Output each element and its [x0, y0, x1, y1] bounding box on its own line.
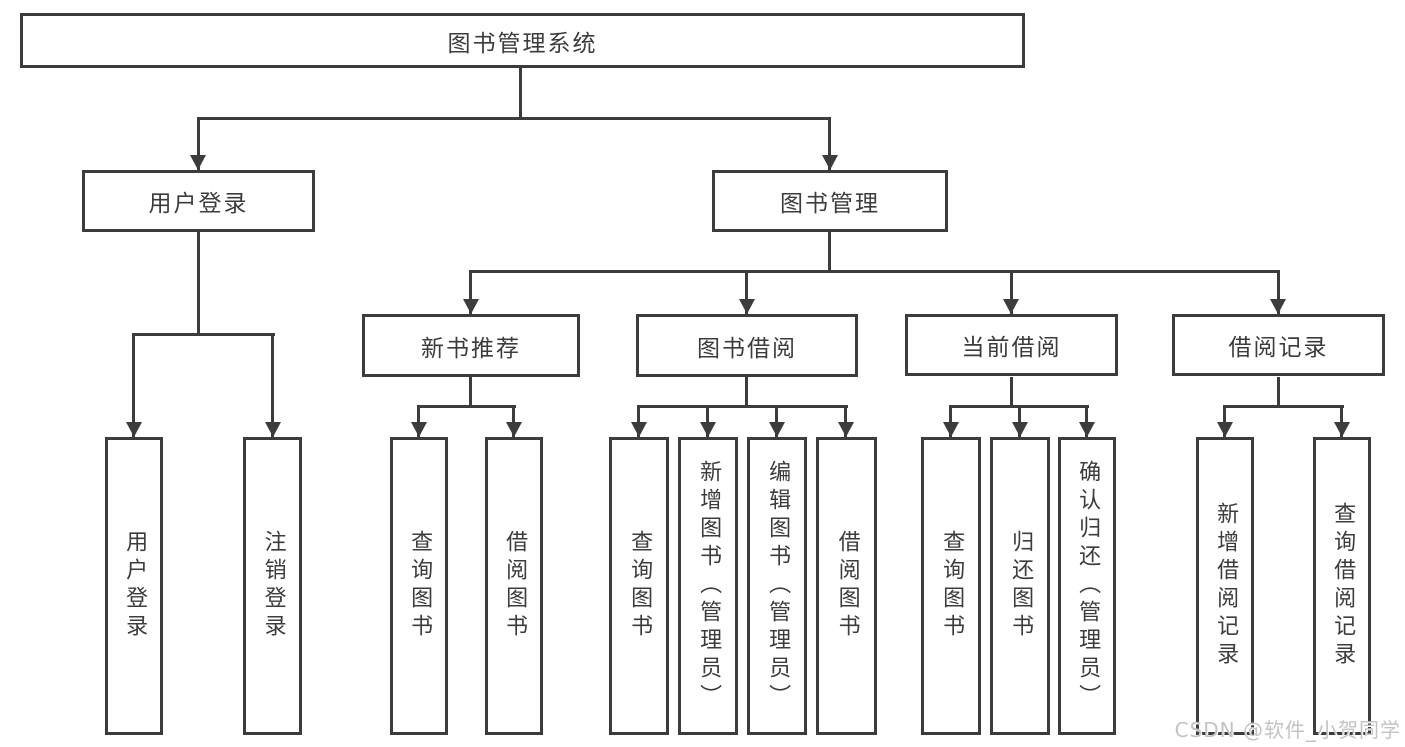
leaf-query-borrow-record: 查询借阅记录 — [1313, 437, 1371, 735]
arrowhead-icon — [1003, 299, 1019, 314]
leaf-label: 归还图书 — [1008, 530, 1034, 642]
connector-recommend-crossbar — [417, 405, 516, 408]
node-user-login-label: 用户登录 — [148, 191, 249, 217]
arrowhead-icon — [1012, 422, 1028, 437]
leaf-label: 查询借阅记录 — [1330, 502, 1356, 670]
arrowhead-icon — [631, 422, 647, 437]
connector-mgmt-drop — [745, 270, 748, 314]
leaf-label: 查询图书 — [939, 530, 965, 642]
leaf-label: 借阅图书 — [834, 530, 860, 642]
connector-recommend-drop — [512, 405, 515, 437]
connector-mgmt-stem — [828, 232, 831, 273]
connector-login-crossbar — [132, 333, 275, 336]
leaf-borrow-book: 借阅图书 — [816, 437, 877, 735]
connector-mgmt-drop — [469, 270, 472, 314]
connector-root-stem — [519, 68, 522, 120]
connector-mgmt-drop — [1010, 270, 1013, 314]
node-book-management: 图书管理 — [712, 170, 948, 232]
connector-mgmt-crossbar — [469, 270, 1280, 273]
connector-mgmt-drop — [1277, 270, 1280, 314]
arrowhead-icon — [1270, 299, 1286, 314]
leaf-edit-book-admin: 编辑图书（管理员） — [747, 437, 807, 735]
node-borrow-record-label: 借阅记录 — [1228, 335, 1329, 361]
leaf-query-book-borrow: 查询图书 — [609, 437, 669, 735]
arrowhead-icon — [1217, 422, 1233, 437]
connector-borrow-drop — [706, 405, 709, 437]
node-current-borrow: 当前借阅 — [905, 314, 1118, 376]
connector-record-drop — [1223, 405, 1226, 437]
connector-root-crossbar — [197, 117, 831, 120]
leaf-logout: 注销登录 — [243, 437, 302, 735]
node-borrow-record: 借阅记录 — [1172, 314, 1385, 376]
node-new-book-recommend-label: 新书推荐 — [421, 335, 521, 362]
node-new-book-recommend: 新书推荐 — [362, 314, 580, 377]
connector-current-drop — [949, 405, 952, 437]
connector-login-stem — [197, 232, 200, 336]
arrowhead-icon — [700, 422, 716, 437]
leaf-label: 查询图书 — [627, 530, 653, 642]
connector-borrow-stem — [745, 377, 748, 408]
connector-record-stem — [1277, 377, 1280, 408]
arrowhead-icon — [769, 422, 785, 437]
connector-borrow-drop — [775, 405, 778, 437]
arrowhead-icon — [1334, 422, 1350, 437]
leaf-borrow-book-recommend: 借阅图书 — [485, 437, 543, 735]
arrowhead-icon — [943, 422, 959, 437]
arrowhead-icon — [1079, 422, 1095, 437]
arrowhead-icon — [506, 422, 522, 437]
connector-root-drop-left — [197, 117, 200, 170]
leaf-add-borrow-record: 新增借阅记录 — [1196, 437, 1254, 735]
connector-root-drop-right — [828, 117, 831, 170]
node-book-management-label: 图书管理 — [780, 191, 880, 217]
arrowhead-icon — [739, 299, 755, 314]
arrowhead-icon — [463, 299, 479, 314]
node-current-borrow-label: 当前借阅 — [961, 335, 1062, 361]
connector-login-drop — [271, 333, 274, 437]
connector-current-drop — [1018, 405, 1021, 437]
connector-borrow-crossbar — [637, 405, 848, 408]
arrowhead-icon — [411, 422, 427, 437]
arrowhead-icon — [822, 155, 838, 170]
leaf-user-login: 用户登录 — [105, 437, 163, 735]
leaf-return-book: 归还图书 — [990, 437, 1050, 735]
leaf-label: 注销登录 — [260, 530, 286, 642]
connector-record-crossbar — [1223, 405, 1344, 408]
leaf-label: 编辑图书（管理员） — [765, 460, 791, 712]
arrowhead-icon — [265, 422, 281, 437]
connector-recommend-drop — [417, 405, 420, 437]
leaf-label: 用户登录 — [122, 530, 148, 642]
connector-borrow-drop — [637, 405, 640, 437]
leaf-confirm-return-admin: 确认归还（管理员） — [1058, 437, 1116, 735]
leaf-label: 借阅图书 — [502, 530, 528, 642]
arrowhead-icon — [838, 422, 854, 437]
csdn-watermark: CSDN @软件_小贺同学 — [1174, 718, 1401, 742]
connector-login-drop — [132, 333, 135, 437]
node-user-login: 用户登录 — [82, 170, 315, 232]
leaf-label: 新增借阅记录 — [1213, 502, 1239, 670]
node-root-label: 图书管理系统 — [447, 30, 598, 57]
arrowhead-icon — [190, 155, 206, 170]
node-root: 图书管理系统 — [20, 13, 1025, 68]
node-book-borrow: 图书借阅 — [636, 314, 858, 377]
arrowhead-icon — [126, 422, 142, 437]
connector-current-stem — [1010, 377, 1013, 408]
connector-record-drop — [1340, 405, 1343, 437]
connector-recommend-stem — [469, 377, 472, 408]
leaf-label: 新增图书（管理员） — [696, 460, 722, 712]
leaf-query-book-recommend: 查询图书 — [390, 437, 448, 735]
leaf-label: 查询图书 — [407, 530, 433, 642]
leaf-query-book-current: 查询图书 — [921, 437, 981, 735]
connector-borrow-drop — [844, 405, 847, 437]
node-book-borrow-label: 图书借阅 — [697, 335, 797, 362]
leaf-add-book-admin: 新增图书（管理员） — [678, 437, 738, 735]
connector-current-drop — [1085, 405, 1088, 437]
leaf-label: 确认归还（管理员） — [1075, 460, 1101, 712]
